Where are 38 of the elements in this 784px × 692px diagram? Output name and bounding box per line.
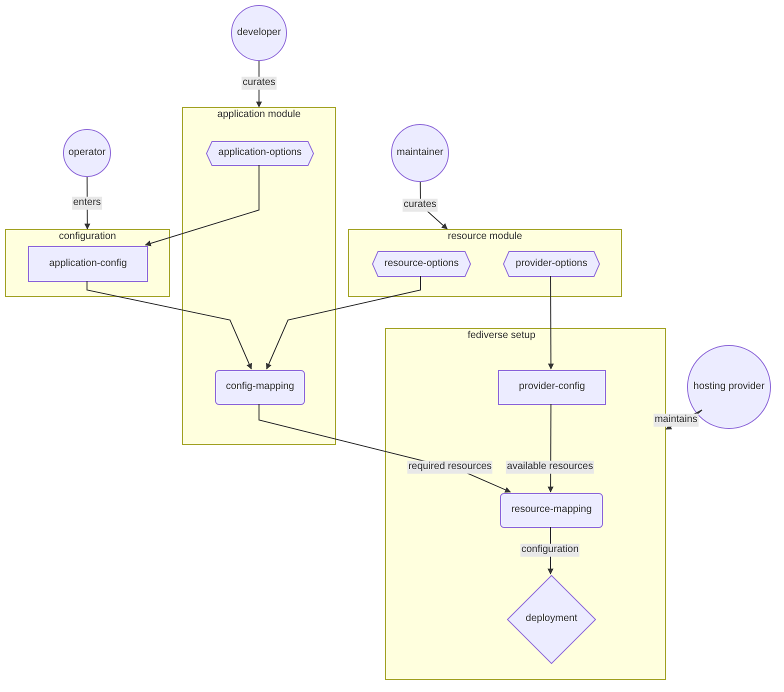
option-hexagon: [372, 251, 471, 277]
option-hexagon: [206, 141, 314, 166]
node-label: deployment: [524, 613, 578, 626]
option-hexagon: [503, 251, 600, 277]
node-label: provider-options: [514, 258, 588, 270]
edge-label: configuration: [520, 544, 580, 556]
group-panel: [5, 229, 170, 297]
node-label: resource-mapping: [510, 504, 593, 517]
arrow: [266, 276, 421, 370]
decision-diamond: [507, 575, 596, 664]
node-label: application-options: [217, 147, 303, 160]
group-title: configuration: [58, 231, 116, 244]
process-box: [215, 370, 305, 405]
process-box: [498, 370, 606, 405]
edge-label: enters: [72, 196, 102, 210]
group-panel: [348, 229, 622, 297]
arrow: [144, 164, 260, 246]
process-box: [500, 493, 603, 528]
edge-label: curates: [402, 198, 438, 212]
group-panel: [182, 107, 336, 445]
node-label: maintainer: [396, 146, 444, 160]
edge-label: available resources: [506, 460, 594, 474]
group-title: application module: [217, 109, 301, 122]
node-label: developer: [236, 26, 282, 40]
node-label: config-mapping: [224, 381, 296, 394]
node-label: hosting provider: [692, 380, 766, 394]
node-label: provider-config: [518, 381, 586, 394]
node-label: application-config: [48, 258, 128, 270]
process-box: [28, 246, 148, 282]
arrow: [548, 276, 554, 370]
edge-label: curates: [242, 76, 276, 90]
edge-label: required resources: [407, 460, 493, 474]
arrow: [86, 280, 252, 370]
group-title: resource module: [448, 231, 522, 244]
node-label: operator: [67, 146, 107, 160]
node-label: resource-options: [383, 258, 460, 270]
group-title: fediverse setup: [468, 330, 536, 342]
edge-label: maintains: [654, 414, 698, 426]
